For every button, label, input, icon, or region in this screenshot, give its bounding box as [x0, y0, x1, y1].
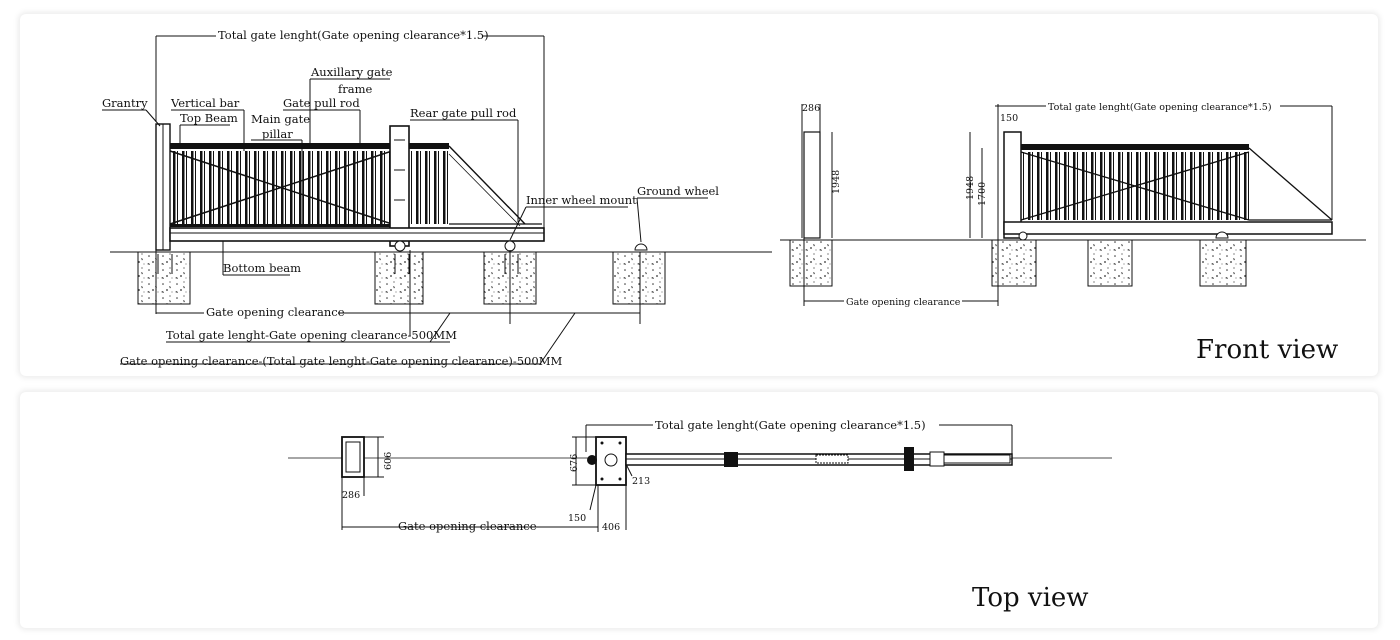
- top-view-drawing: 606 286 676 213 Total gate lenght(: [288, 418, 1112, 613]
- bottom-beam: [169, 227, 545, 242]
- total-length-dimension: Total gate lenght(Gate opening clearance…: [155, 28, 545, 228]
- top-dim-606-label: 606: [383, 452, 394, 470]
- right-total-length-dimension: Total gate lenght(Gate opening clearance…: [995, 100, 1333, 220]
- gate-opening-clearance-label: Gate opening clearance: [206, 305, 345, 319]
- main-gate: [169, 143, 393, 227]
- top-dim-213-label: 213: [632, 476, 650, 487]
- top-total-length-dimension: Total gate lenght(Gate opening clearance…: [585, 418, 1013, 454]
- top-view-title: Top view: [972, 583, 1089, 613]
- top-main-pillar: 676 213: [569, 436, 650, 487]
- foundations: [137, 251, 666, 305]
- dim-150-label: 150: [1000, 113, 1018, 124]
- bottom-beam-label: Bottom beam: [223, 261, 301, 275]
- right-foundations: [789, 239, 1247, 287]
- top-clearance-dimension: Gate opening clearance 150 406: [341, 484, 627, 533]
- gate-pull-rod-label: Gate pull rod: [283, 96, 360, 110]
- rear-gate-pull-rod-label: Rear gate pull rod: [410, 106, 517, 120]
- formula-2-label: Gate opening clearance-(Total gate lengh…: [120, 354, 562, 368]
- top-gate-body: [587, 447, 1013, 471]
- top-clearance-label: Gate opening clearance: [398, 519, 537, 533]
- right-total-length-label: Total gate lenght(Gate opening clearance…: [1048, 102, 1272, 113]
- top-view-panel: 606 286 676 213 Total gate lenght(: [20, 392, 1378, 628]
- top-left-post: 606 286: [341, 436, 394, 501]
- ground-wheel-label: Ground wheel: [637, 184, 719, 198]
- front-view-title: Front view: [1196, 335, 1338, 365]
- auxiliary-gate-label-2: frame: [338, 82, 373, 96]
- vertical-bar-label: Vertical bar: [170, 96, 240, 110]
- main-gate-pillar-label-1: Main gate: [251, 112, 310, 126]
- leader-labels: Auxillary gate frame Grantry Vertical ba…: [102, 65, 719, 276]
- right-grantry-post: [803, 131, 821, 239]
- auxiliary-gate-label-1: Auxillary gate: [310, 65, 393, 79]
- main-gate-pillar-label-2: pillar: [262, 127, 293, 141]
- dim-1948-left-label: 1948: [831, 170, 842, 194]
- wheels: [394, 240, 648, 252]
- top-dim-286-label: 286: [342, 490, 360, 501]
- right-clearance-dimension: Gate opening clearance: [803, 238, 999, 308]
- auxiliary-gate: [409, 143, 542, 227]
- top-beam-label: Top Beam: [180, 111, 238, 125]
- top-dim-676-label: 676: [569, 454, 580, 472]
- front-view-panel: Total gate lenght(Gate opening clearance…: [20, 14, 1378, 376]
- top-dim-150-label: 150: [568, 513, 586, 524]
- formula-1-label: Total gate lenght-Gate opening clearance…: [166, 328, 457, 342]
- top-total-length-label: Total gate lenght(Gate opening clearance…: [655, 418, 926, 432]
- top-dim-406-label: 406: [602, 522, 620, 533]
- dim-286-label: 286: [802, 103, 820, 114]
- total-length-label: Total gate lenght(Gate opening clearance…: [218, 28, 489, 42]
- right-gate-body: [1003, 144, 1333, 241]
- inner-wheel-mount-label: Inner wheel mount: [526, 193, 637, 207]
- front-view-drawing: Total gate lenght(Gate opening clearance…: [102, 28, 1366, 368]
- grantry-label: Grantry: [102, 96, 148, 110]
- right-clearance-label: Gate opening clearance: [846, 297, 961, 308]
- bottom-dimensions: Gate opening clearance Total gate lenght…: [120, 250, 641, 368]
